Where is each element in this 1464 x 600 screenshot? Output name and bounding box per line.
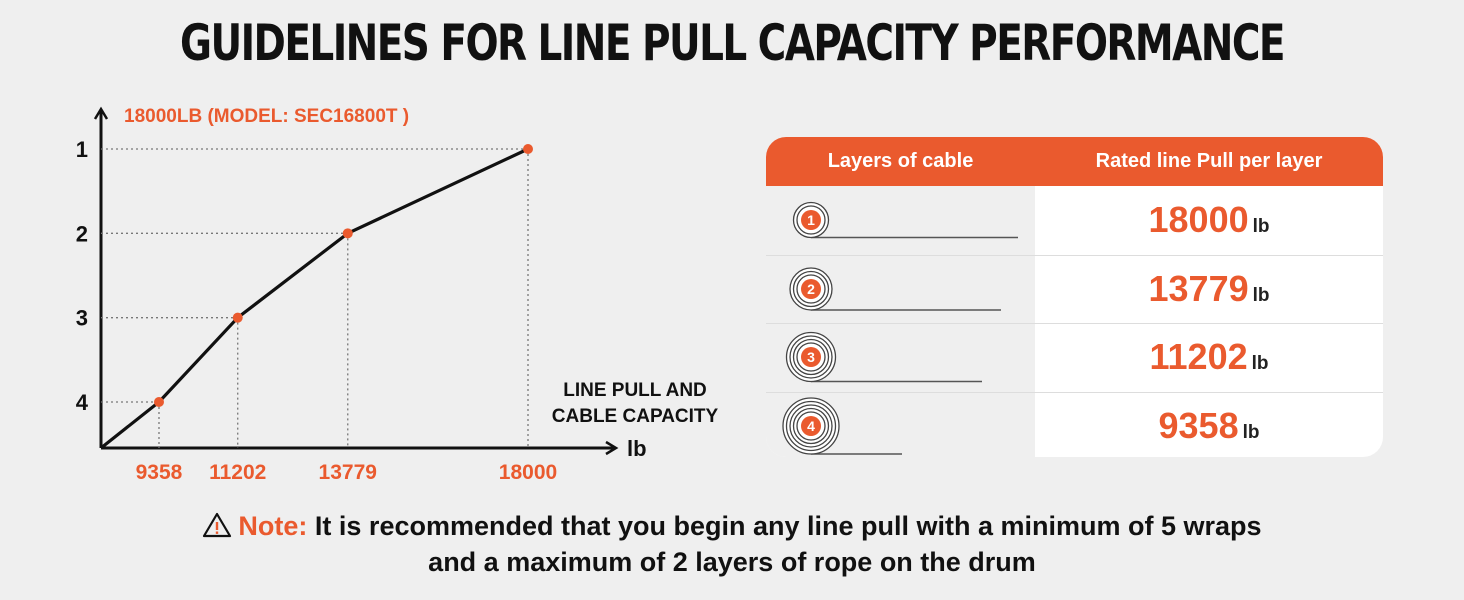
x-axis-label-line-1: LINE PULL AND [563,380,707,401]
layer-number: 2 [807,281,815,297]
y-tick-1: 1 [76,137,88,162]
x-tick-13779: 13779 [319,461,377,484]
y-axis-arrow [93,106,109,120]
x-axis-arrow [605,440,619,456]
data-point-13779 [342,228,353,239]
x-tick-9358: 9358 [136,461,183,484]
warning-triangle-icon [203,512,232,538]
note-label: Note: [238,511,308,541]
rated-pull-unit: lb [1251,353,1269,375]
x-unit-label: lb [627,436,647,461]
cable-drum-4-layer-icon: 4 [782,396,902,455]
data-point-9358 [153,397,164,407]
layer-number: 4 [807,418,815,434]
data-point-11202 [232,312,243,323]
line-pull-table: Layers of cable Rated line Pull per laye… [766,137,1383,457]
data-point-18000 [523,144,533,154]
cable-drum-2-layer-icon: 2 [789,266,1001,311]
row-divider [766,323,1383,324]
x-tick-18000: 18000 [499,461,557,484]
rated-pull-unit: lb [1252,284,1270,306]
row-divider [766,391,1383,393]
page-title: GUIDELINES FOR LINE PULL CAPACITY PERFOR… [180,14,1286,72]
chart-title: 18000LB (MODEL: SEC16800T ) [124,106,409,127]
note: Note: It is recommended that you begin a… [0,508,1464,580]
x-axis-label-line-2: CABLE CAPACITY [552,406,719,427]
layer-number: 1 [807,212,815,228]
x-tick-11202: 11202 [209,461,266,484]
cable-drum-3-layer-icon: 3 [785,331,982,383]
y-tick-4: 4 [76,390,89,415]
note-line-1: It is recommended that you begin any lin… [314,511,1262,541]
y-tick-2: 2 [76,221,88,246]
header-rated-pull: Rated line Pull per layer [1095,150,1323,172]
rated-pull-unit: lb [1242,421,1260,443]
rated-pull-number: 13779 [1148,267,1249,309]
table-header: Layers of cable Rated line Pull per laye… [766,137,1383,186]
series-line [100,147,529,450]
header-layers: Layers of cable [827,150,974,172]
rated-pull-number: 18000 [1148,199,1249,240]
rated-pull-number: 11202 [1149,336,1248,377]
rated-pull-unit: lb [1252,216,1270,238]
rated-pull-number: 9358 [1158,404,1239,446]
cable-drum-1-layer-icon: 1 [792,201,1018,239]
y-tick-3: 3 [76,306,88,331]
note-line-2: and a maximum of 2 layers of rope on the… [428,547,1036,577]
layer-number: 3 [807,349,815,365]
line-pull-chart: 1 2 3 4 9358 11202 13779 18000 18000LB (MODEL: S… [76,106,719,484]
row-divider [766,254,1383,256]
